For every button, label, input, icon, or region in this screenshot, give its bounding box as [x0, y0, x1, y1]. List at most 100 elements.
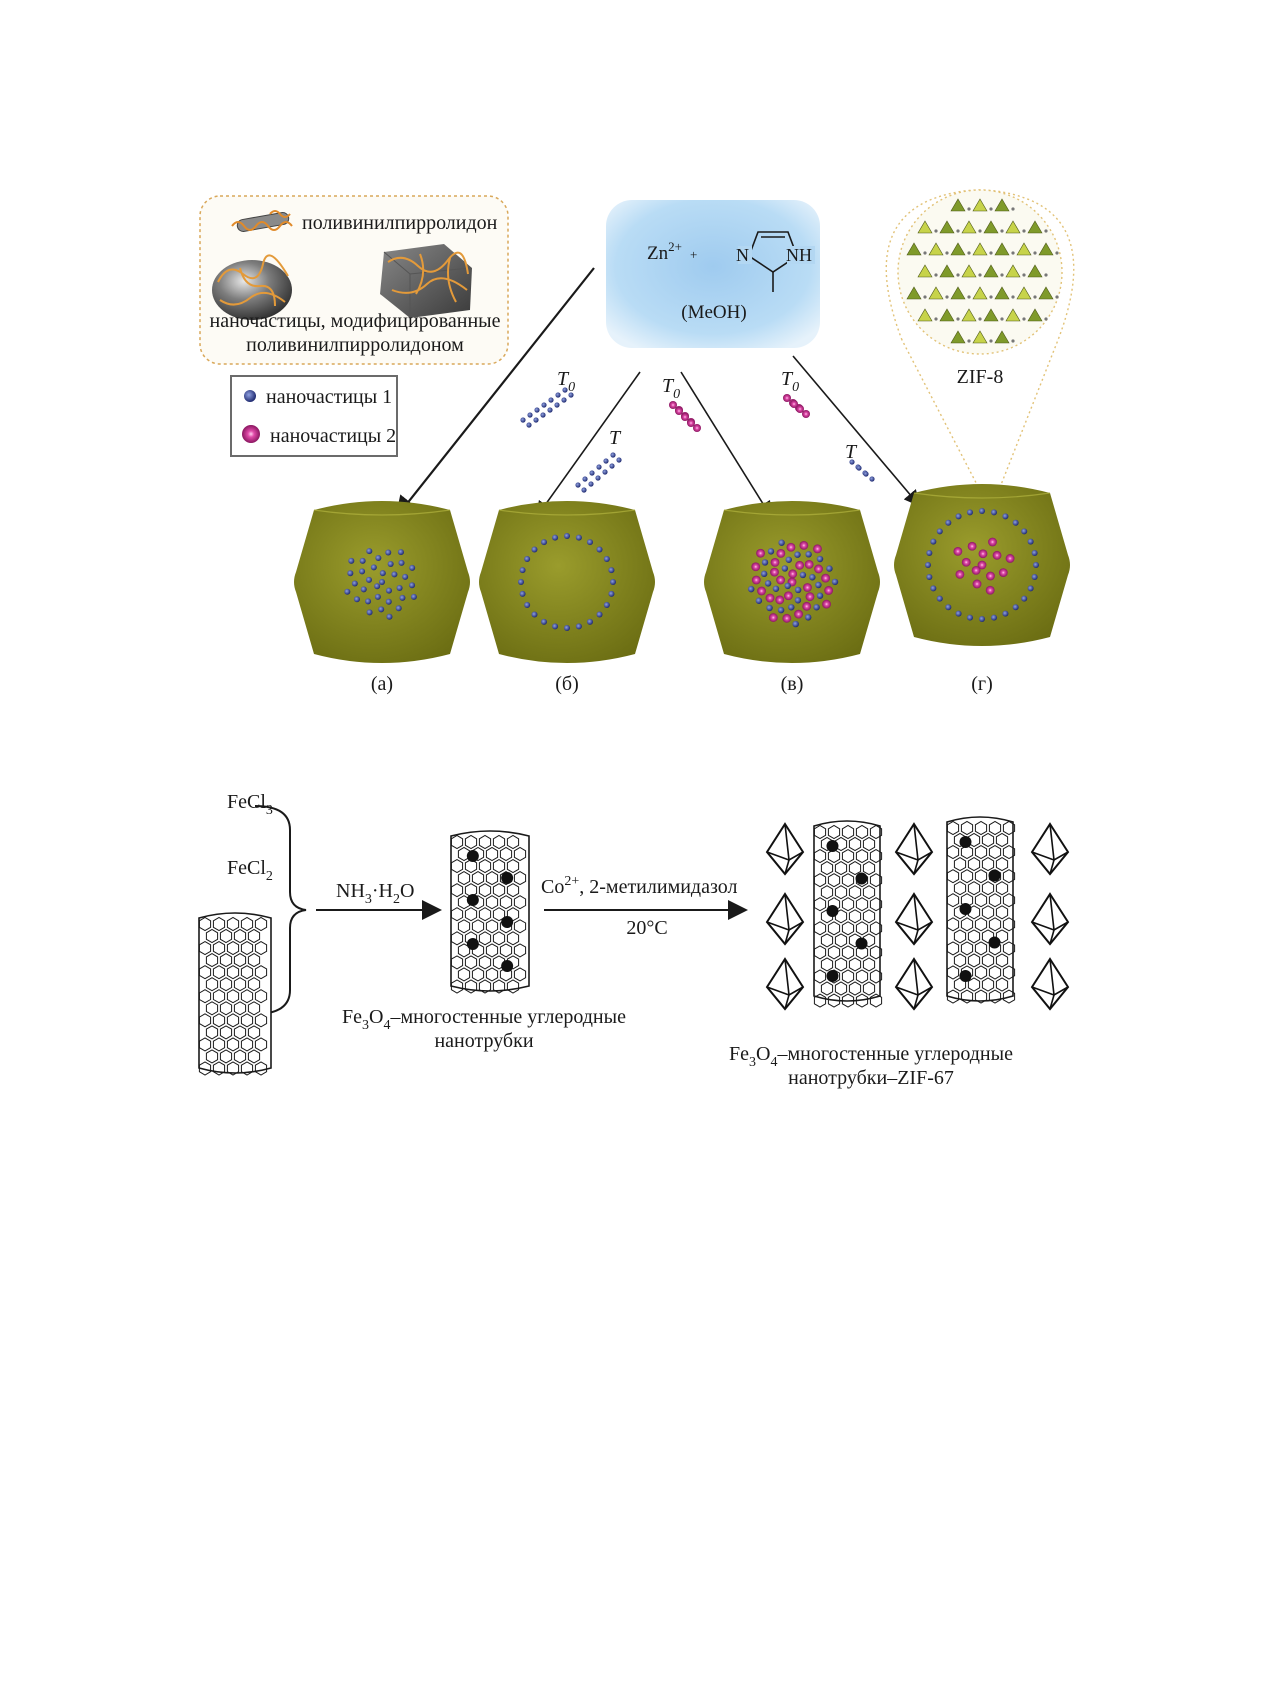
- chain-particle: [603, 458, 609, 464]
- zinc-ion-label: Zn2++: [647, 239, 697, 264]
- hexagon: [247, 928, 261, 944]
- hexagon: [813, 945, 827, 960]
- np1-dot: [925, 562, 931, 568]
- zif67-octahedron: [894, 892, 934, 946]
- hexagon: [981, 953, 995, 968]
- hexagon: [478, 931, 492, 946]
- zif67-octahedron: [765, 892, 805, 946]
- hexagon: [254, 965, 268, 980]
- hexagon: [834, 836, 848, 852]
- np1-dot: [926, 574, 933, 581]
- hexagon: [834, 981, 848, 996]
- hexagon: [492, 859, 506, 874]
- hexagon: [820, 909, 834, 924]
- chain-particle: [849, 459, 855, 465]
- hexagon: [967, 929, 981, 944]
- octahedron-edge: [1031, 921, 1069, 931]
- hexagon: [240, 1061, 254, 1076]
- np-dot: [784, 582, 791, 590]
- zif-linker: [956, 273, 960, 277]
- np2-dot: [988, 537, 997, 547]
- chain-particle: [555, 392, 561, 398]
- np-dot: [815, 581, 822, 589]
- hexagon: [254, 916, 268, 932]
- zif-tetrahedron: [1005, 264, 1021, 278]
- step2-temperature-label: 20°C: [626, 917, 667, 939]
- np-dot: [765, 593, 775, 603]
- hexagon: [1002, 820, 1016, 836]
- hexagon: [198, 1037, 212, 1052]
- zif8-structure-zoom: ZIF-8: [885, 189, 1075, 511]
- hexagon: [869, 993, 883, 1008]
- hexagon: [862, 861, 876, 876]
- fe3o4-particle: [466, 850, 479, 862]
- hexagon: [960, 845, 974, 860]
- fecl3-label: FeCl3: [227, 791, 273, 818]
- np1-dot: [596, 611, 603, 618]
- zif67-octahedron: [1030, 957, 1070, 1011]
- zif-tetrahedron: [983, 264, 999, 278]
- hexagon: [855, 969, 869, 984]
- polymer-rod-icon: [231, 210, 293, 232]
- octahedron-outline: [1030, 822, 1070, 876]
- octahedron-edge: [913, 958, 919, 996]
- zif-linker: [1011, 251, 1015, 255]
- temp-T-label-1: T: [609, 427, 622, 449]
- np1-dot: [1021, 595, 1028, 602]
- zif-linker: [967, 251, 971, 255]
- hexagon: [506, 907, 520, 922]
- legend-modified-line2: поливинилпирролидоном: [246, 334, 464, 356]
- hexagon: [813, 993, 827, 1008]
- np1-dot: [930, 538, 937, 545]
- hexagon: [471, 846, 485, 862]
- hexagon: [464, 979, 478, 994]
- hexagon: [499, 895, 513, 910]
- np-dot: [821, 573, 830, 583]
- np-dot: [785, 556, 792, 563]
- np1-dot: [603, 556, 610, 562]
- hexagon: [478, 859, 492, 874]
- np-dot: [772, 585, 780, 592]
- zif-tetrahedron: [906, 242, 922, 256]
- np1-dot: [966, 509, 973, 516]
- hexagon: [247, 1025, 261, 1040]
- hexagon: [988, 941, 1002, 956]
- octahedron-edge: [913, 994, 919, 1010]
- arrow-to-a: [395, 267, 595, 519]
- np2-dot: [953, 546, 963, 556]
- np2-dot: [971, 566, 981, 575]
- np1-dot: [926, 549, 933, 556]
- np1-dot: [979, 616, 985, 622]
- hexagon: [848, 885, 862, 900]
- hexagon: [988, 869, 1002, 884]
- np1-dot: [552, 623, 559, 630]
- hexagon: [233, 1049, 247, 1064]
- hexagon: [834, 861, 848, 876]
- hexagon: [974, 965, 988, 980]
- zif-tetrahedron: [961, 308, 977, 322]
- np1-dot: [979, 508, 985, 514]
- zif-linker: [923, 251, 927, 255]
- crystal-edge: [313, 509, 451, 516]
- hexagon: [820, 933, 834, 948]
- hexagon: [827, 921, 841, 936]
- hexagon: [988, 989, 1002, 1004]
- zif67-octahedron: [765, 822, 805, 876]
- zif-tetrahedron: [1027, 220, 1043, 234]
- tube-outline: [450, 830, 530, 992]
- np-dot: [805, 614, 812, 621]
- hexagon: [869, 824, 883, 840]
- np1-dot: [955, 610, 962, 617]
- zif-tetrahedron: [1038, 242, 1054, 256]
- methylimidazole-structure: N NH: [736, 231, 815, 292]
- hexagon: [855, 897, 869, 912]
- zif-tetrahedron: [1005, 308, 1021, 322]
- hexagon: [450, 979, 464, 994]
- np-dot: [792, 620, 799, 628]
- hexagon: [946, 869, 960, 884]
- zif-linker: [1022, 273, 1026, 277]
- hexagon: [834, 933, 848, 948]
- pristine-nanotube: [198, 912, 272, 1076]
- hexagon: [513, 919, 527, 934]
- octahedron-edge: [895, 921, 933, 931]
